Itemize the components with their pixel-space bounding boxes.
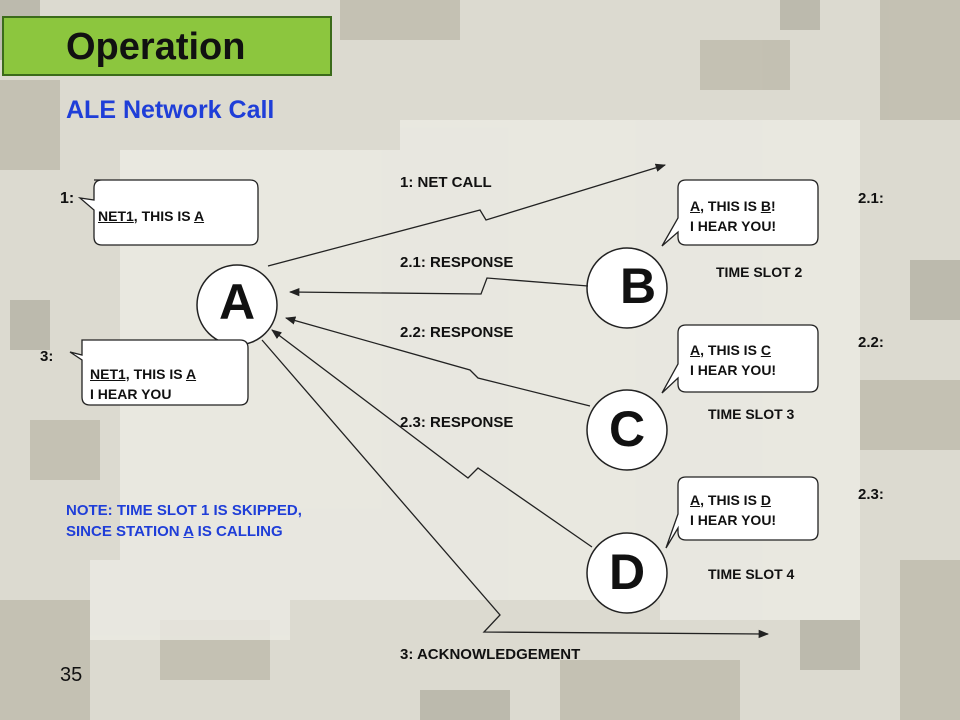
bubble-text-mid: , THIS IS: [700, 342, 761, 358]
time-slot-c: TIME SLOT 3: [708, 406, 795, 422]
bubble-c: [661, 324, 819, 394]
note-line2: SINCE STATION A IS CALLING: [66, 521, 302, 542]
time-slot-note: NOTE: TIME SLOT 1 IS SKIPPED, SINCE STAT…: [66, 500, 302, 542]
bubble-a-ack-line2: I HEAR YOU: [90, 386, 172, 402]
station-ref: A: [193, 208, 205, 224]
net-call-arrow: [267, 163, 666, 267]
acknowledgement-label: 3: ACKNOWLEDGEMENT: [400, 646, 581, 663]
step-label-3: 3:: [40, 348, 54, 365]
station-ref: A: [690, 492, 701, 508]
net-call-label: 1: NET CALL: [400, 174, 492, 191]
bubble-b-line1: A, THIS IS B!: [690, 196, 776, 216]
slide-title: Operation: [2, 16, 332, 76]
station-c-circle: [586, 389, 668, 471]
station-c-label: C: [608, 401, 646, 457]
station-ref: A: [185, 366, 197, 382]
bubble-text-mid: , THIS IS: [700, 492, 761, 508]
time-slot-b: TIME SLOT 2: [716, 264, 803, 280]
bubble-b: [661, 179, 819, 247]
response-c-arrow: [284, 316, 591, 407]
bubble-a-call: [77, 179, 259, 246]
response-d-label: 2.3: RESPONSE: [400, 414, 514, 431]
bubble-a-ack: [69, 339, 249, 406]
bubble-a-call-text: NET1, THIS IS A: [98, 206, 204, 226]
bubble-a-ack-line1: NET1, THIS IS A: [90, 364, 196, 384]
bubble-text-mid: , THIS IS: [133, 208, 194, 224]
bubble-a-ack-text: NET1, THIS IS A I HEAR YOU: [90, 364, 196, 404]
response-d-arrow: [271, 329, 593, 548]
page-number: 35: [60, 664, 83, 686]
note-line2-post: IS CALLING: [193, 523, 283, 540]
step-label-2-3: 2.3:: [858, 486, 884, 503]
step-label-2-1: 2.1:: [858, 190, 884, 207]
note-line1: NOTE: TIME SLOT 1 IS SKIPPED,: [66, 502, 302, 519]
station-a-label: A: [218, 274, 256, 330]
bubble-d-line1: A, THIS IS D: [690, 490, 776, 510]
self-ref: C: [760, 342, 771, 358]
bubble-d-text: A, THIS IS D I HEAR YOU!: [690, 490, 776, 530]
acknowledgement-arrow: [261, 339, 770, 639]
response-b-label: 2.1: RESPONSE: [400, 254, 514, 271]
net-name: NET1: [98, 208, 134, 224]
bubble-b-line2: I HEAR YOU!: [690, 218, 777, 234]
bubble-text-mid: THIS IS: [129, 366, 186, 382]
response-c-label: 2.2: RESPONSE: [400, 324, 514, 341]
station-b-circle: [586, 247, 668, 329]
bubble-d: [665, 476, 819, 549]
note-line2-pre: SINCE STATION: [66, 523, 184, 540]
time-slot-d: TIME SLOT 4: [708, 566, 795, 582]
note-station-ref: A: [183, 523, 194, 540]
bubble-c-line1: A, THIS IS C: [690, 340, 776, 360]
station-d-label: D: [608, 544, 646, 600]
station-ref: A: [690, 342, 701, 358]
step-label-1: 1:: [60, 190, 75, 207]
slide-subtitle: ALE Network Call: [66, 96, 275, 124]
self-ref: B: [760, 198, 771, 214]
station-b-label: B: [619, 258, 657, 314]
bubble-b-text: A, THIS IS B! I HEAR YOU!: [690, 196, 776, 236]
response-b-arrow: [288, 277, 589, 297]
step-label-2-2: 2.2:: [858, 334, 884, 351]
net-name: NET1,: [90, 366, 130, 382]
bubble-c-line2: I HEAR YOU!: [690, 362, 777, 378]
self-ref: D: [760, 492, 771, 508]
bubble-text-mid: , THIS IS: [700, 198, 761, 214]
bubble-text-end: !: [770, 198, 776, 214]
station-d-circle: [586, 532, 668, 614]
station-ref: A: [690, 198, 701, 214]
bubble-c-text: A, THIS IS C I HEAR YOU!: [690, 340, 776, 380]
bubble-d-line2: I HEAR YOU!: [690, 512, 777, 528]
